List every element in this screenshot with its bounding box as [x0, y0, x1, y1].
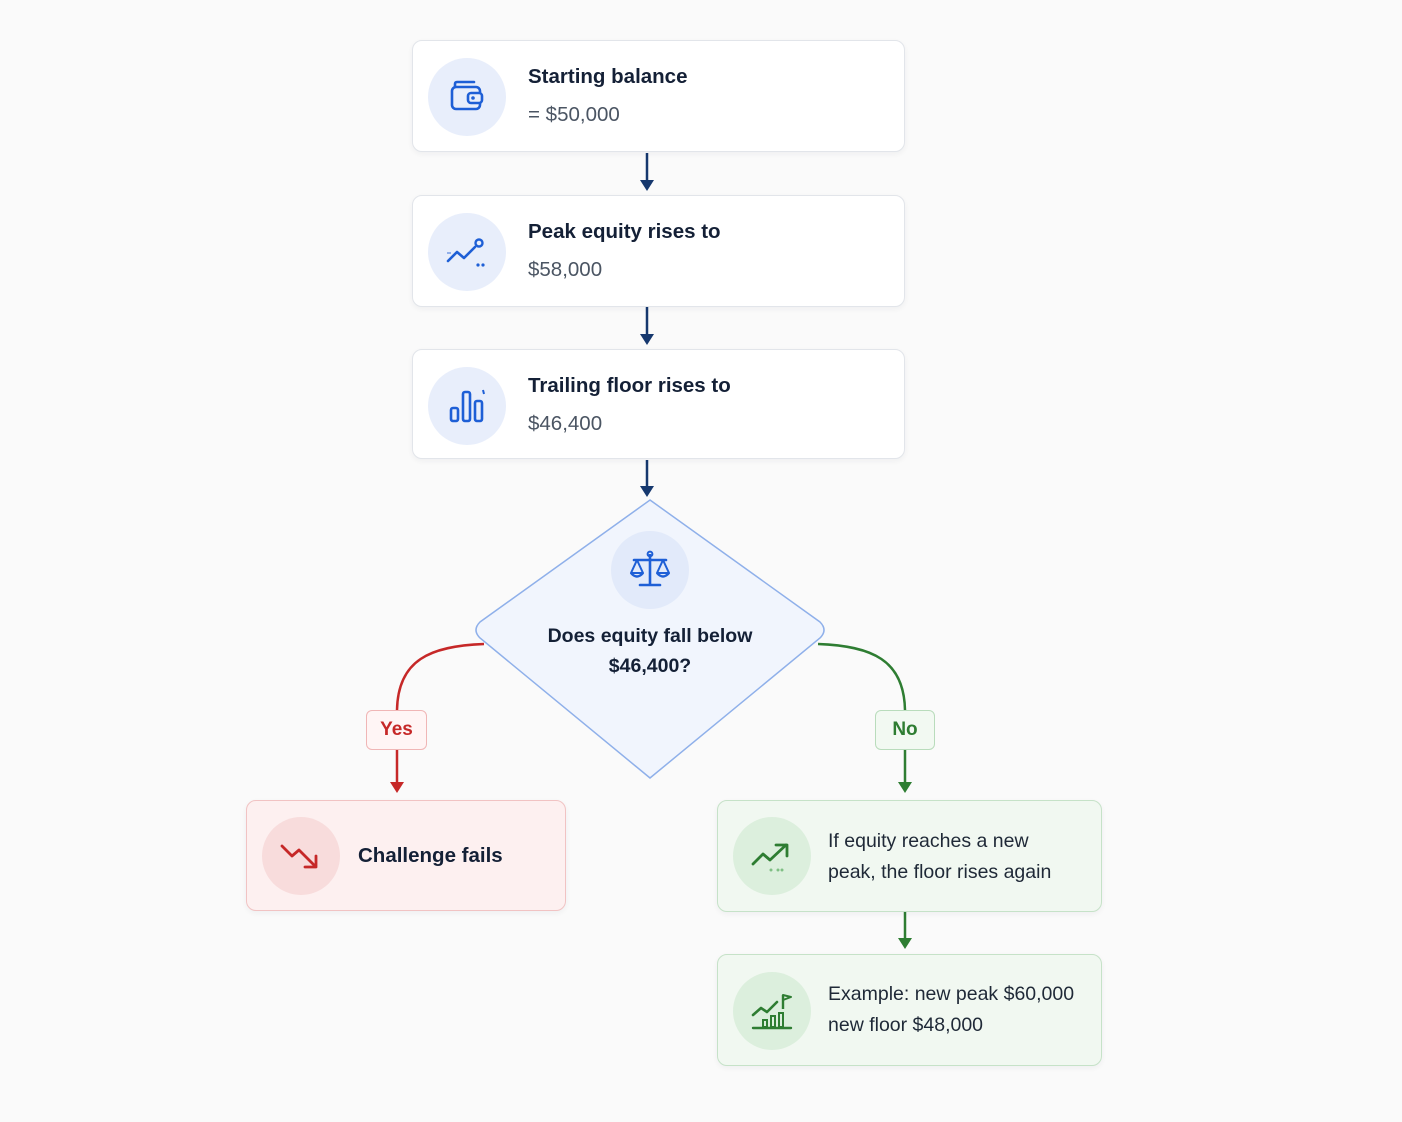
decision-line-2: $46,400?	[608, 655, 692, 677]
yes-label: Yes	[366, 710, 427, 750]
outcome-continue-line-2: peak, the floor rises again	[828, 861, 1052, 883]
arrow-continue-to-example	[898, 912, 912, 949]
outcome-example-line-1: Example: new peak $60,000	[828, 983, 1075, 1005]
bar-chart-icon	[428, 367, 506, 445]
step-title: Trailing floor rises to	[528, 374, 731, 397]
yes-branch-connector	[390, 642, 485, 793]
chart-flag-icon	[733, 972, 811, 1050]
no-branch-connector	[817, 642, 912, 793]
outcome-continue-line-1: If equity reaches a new	[828, 830, 1029, 852]
step-value: $46,400	[528, 412, 603, 435]
no-label: No	[875, 710, 935, 750]
step-value: = $50,000	[528, 103, 620, 126]
outcome-example-line-2: new floor $48,000	[828, 1014, 984, 1036]
trend-up-icon	[428, 213, 506, 291]
step-trailing-floor: Trailing floor rises to $46,400	[412, 349, 905, 459]
trend-up-icon	[733, 817, 811, 895]
outcome-challenge-fails: Challenge fails	[246, 800, 566, 911]
step-title: Starting balance	[528, 65, 688, 88]
decision-question: Does equity fall below $46,400?	[500, 621, 800, 681]
outcome-fail-text: Challenge fails	[358, 844, 503, 867]
arrow-2	[640, 307, 654, 345]
outcome-example-text: Example: new peak $60,000 new floor $48,…	[828, 979, 1074, 1041]
decision-diamond	[475, 499, 825, 779]
outcome-continue-text: If equity reaches a new peak, the floor …	[828, 826, 1051, 888]
outcome-example: Example: new peak $60,000 new floor $48,…	[717, 954, 1102, 1066]
outcome-floor-rises-again: If equity reaches a new peak, the floor …	[717, 800, 1102, 912]
arrow-3	[640, 460, 654, 497]
scale-icon	[611, 531, 689, 609]
arrow-1	[640, 153, 654, 191]
step-starting-balance: Starting balance = $50,000	[412, 40, 905, 152]
step-value: $58,000	[528, 258, 603, 281]
wallet-icon	[428, 58, 506, 136]
trend-down-icon	[262, 817, 340, 895]
step-title: Peak equity rises to	[528, 220, 721, 243]
step-peak-equity: Peak equity rises to $58,000	[412, 195, 905, 307]
decision-line-1: Does equity fall below	[547, 625, 753, 647]
